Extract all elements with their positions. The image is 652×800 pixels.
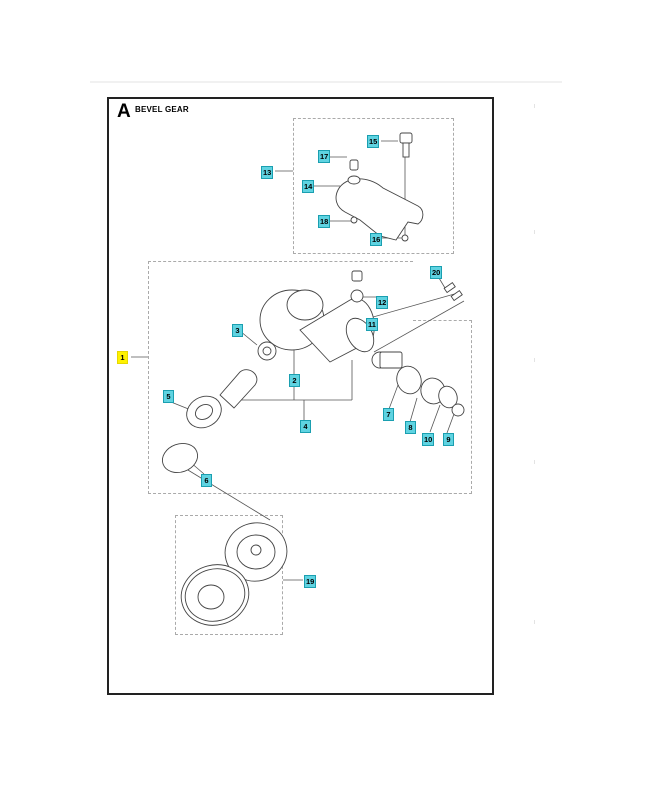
callout-14[interactable]: 14 — [302, 180, 315, 193]
callout-11[interactable]: 11 — [366, 318, 378, 331]
section-letter: A — [117, 101, 131, 122]
callout-17[interactable]: 17 — [318, 150, 331, 163]
callout-9[interactable]: 9 — [443, 433, 454, 446]
group-box-handle-clamp — [293, 118, 454, 254]
callout-19[interactable]: 19 — [304, 575, 317, 588]
callout-15[interactable]: 15 — [367, 135, 380, 148]
section-title: BEVEL GEAR — [135, 105, 189, 114]
callout-2[interactable]: 2 — [289, 374, 300, 387]
callout-6[interactable]: 6 — [201, 474, 212, 487]
callout-12[interactable]: 12 — [376, 296, 389, 309]
callout-20[interactable]: 20 — [430, 266, 443, 279]
callout-3[interactable]: 3 — [232, 324, 243, 337]
callout-16[interactable]: 16 — [370, 233, 383, 246]
callout-7[interactable]: 7 — [383, 408, 394, 421]
callout-8[interactable]: 8 — [405, 421, 416, 434]
margin-marks — [534, 100, 536, 660]
callout-18[interactable]: 18 — [318, 215, 331, 228]
callout-1[interactable]: 1 — [117, 351, 128, 364]
callout-10[interactable]: 10 — [422, 433, 435, 446]
group-box-guard — [175, 515, 283, 635]
group-box-gear-assembly — [148, 261, 413, 494]
callout-4[interactable]: 4 — [300, 420, 311, 433]
callout-13[interactable]: 13 — [261, 166, 274, 179]
callout-5[interactable]: 5 — [163, 390, 174, 403]
top-divider — [90, 81, 562, 83]
group-box-gear-assembly-bottom — [148, 493, 472, 494]
